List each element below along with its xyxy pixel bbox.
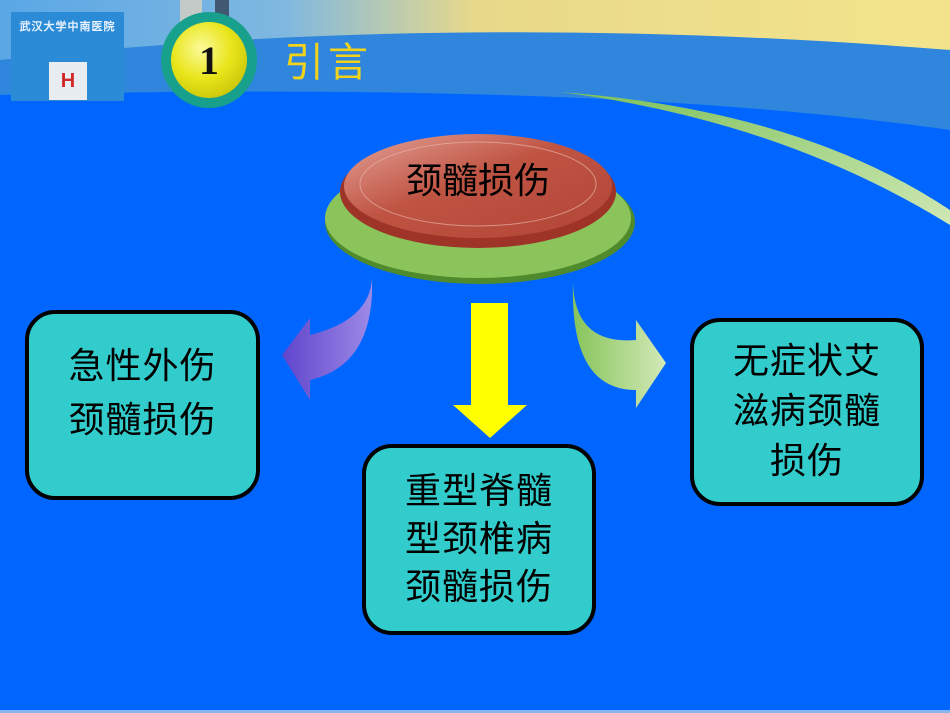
section-title: 引言 (284, 40, 372, 86)
root-node-cap (340, 134, 616, 248)
arrow-left-icon (282, 278, 373, 400)
hospital-logo: 武汉大学中南医院 H (11, 12, 124, 101)
child-node-cervical-myelopathy: 重型脊髓 型颈椎病 颈髓损伤 (362, 444, 596, 635)
child-node-label: 急性外伤 颈髓损伤 (68, 346, 217, 441)
logo-h-icon: H (60, 69, 76, 92)
root-node-label: 颈髓损伤 (405, 161, 550, 202)
child-node-acute-trauma: 急性外伤 颈髓损伤 (25, 310, 260, 500)
logo-text: 武汉大学中南医院 (19, 20, 116, 33)
arrow-down-icon (453, 303, 527, 438)
arrow-right-icon (572, 283, 666, 408)
child-node-label: 重型脊髓 型颈椎病 颈髓损伤 (404, 470, 553, 608)
section-number: 1 (199, 37, 219, 83)
section-number-badge: 1 (171, 22, 247, 98)
logo-badge: H (49, 62, 87, 100)
child-node-hiv-associated: 无症状艾 滋病颈髓 损伤 (690, 318, 924, 506)
child-node-label: 无症状艾 滋病颈髓 损伤 (732, 341, 881, 482)
